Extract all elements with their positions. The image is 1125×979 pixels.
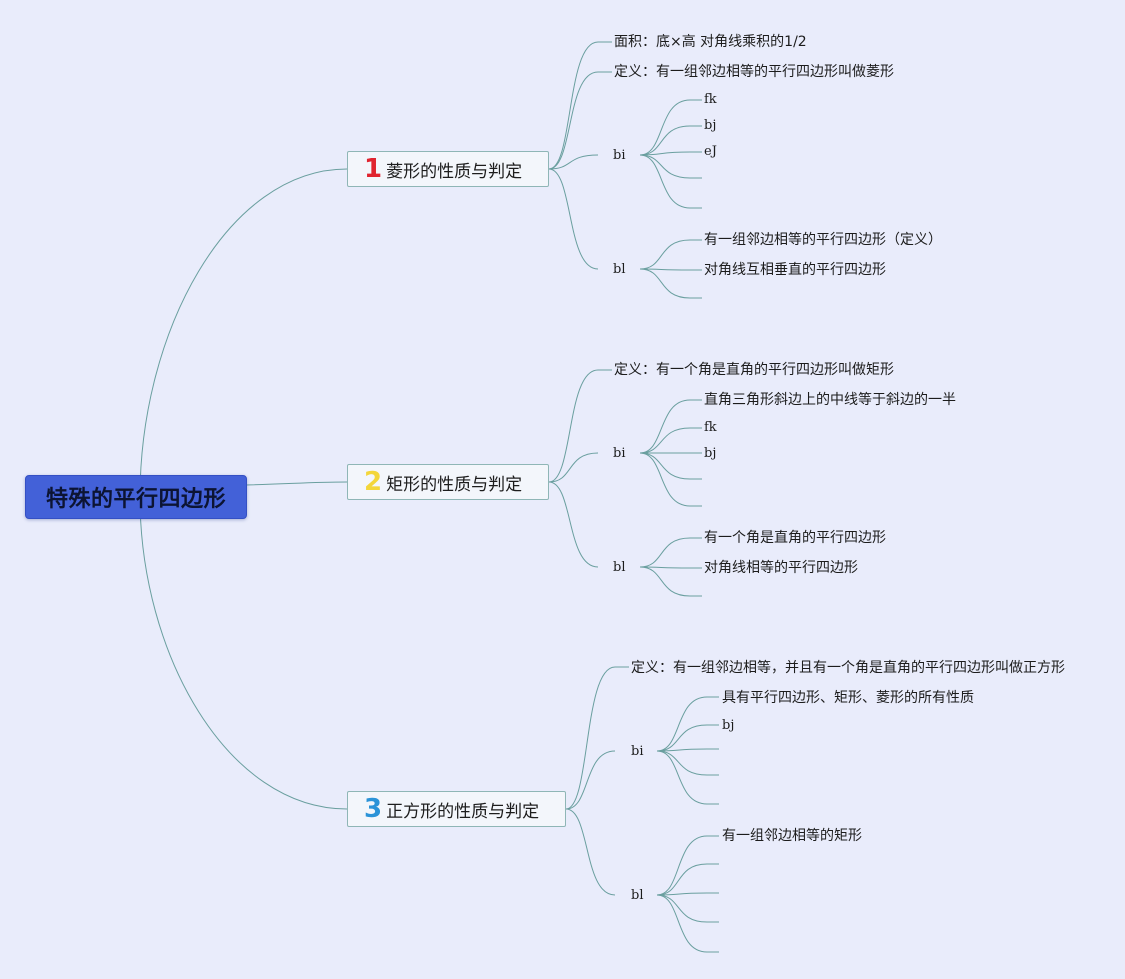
branch-label-square: 正方形的性质与判定 bbox=[386, 801, 540, 822]
leaf-rectangle-bi-2[interactable]: fk bbox=[704, 420, 717, 435]
connector-root-square bbox=[139, 496, 348, 810]
connector-rectangle-bi-leaf-3 bbox=[639, 452, 691, 480]
connector-square-sub-2 bbox=[565, 808, 616, 896]
leaf-rectangle-bl-2[interactable]: 对角线相等的平行四边形 bbox=[704, 560, 858, 576]
topic-rhombus-bi[interactable]: bi bbox=[613, 148, 626, 163]
topic-rectangle-bl[interactable]: bl bbox=[613, 560, 626, 575]
connector-square-bi-leaf-0 bbox=[656, 696, 708, 752]
connector-square-bl-leaf-0 bbox=[656, 835, 708, 896]
connector-rectangle-bi-leaf-1 bbox=[639, 427, 691, 454]
connector-rectangle-bl-leaf-2 bbox=[639, 566, 691, 597]
leaf-rhombus-bi-3[interactable]: eJ bbox=[704, 144, 717, 159]
root-topic[interactable]: 特殊的平行四边形 bbox=[25, 475, 247, 519]
connector-rectangle-bl-leaf-1 bbox=[639, 566, 691, 569]
connector-square-bl-leaf-2 bbox=[656, 892, 708, 896]
branch-number-2: 2 bbox=[364, 467, 383, 497]
connector-rectangle-bi-leaf-4 bbox=[639, 452, 691, 507]
connector-rhombus-bi-leaf-3 bbox=[639, 154, 691, 179]
connector-rhombus-bi-leaf-1 bbox=[639, 125, 691, 156]
connector-rhombus-bi-leaf-0 bbox=[639, 99, 691, 156]
connector-rhombus-bi-leaf-4 bbox=[639, 154, 691, 209]
connector-root-rhombus bbox=[139, 168, 348, 498]
branch-number-3: 3 bbox=[364, 794, 383, 824]
connector-square-bi-leaf-3 bbox=[656, 750, 708, 776]
leaf-square-bl-1[interactable]: 有一组邻边相等的矩形 bbox=[722, 828, 862, 844]
topic-rhombus-bl[interactable]: bl bbox=[613, 262, 626, 277]
connector-square-bi-leaf-1 bbox=[656, 724, 708, 752]
connector-rectangle-bi-leaf-0 bbox=[639, 399, 691, 454]
leaf-rhombus-bi-1[interactable]: fk bbox=[704, 92, 717, 107]
leaf-rectangle-bi-3[interactable]: bj bbox=[704, 446, 717, 461]
connector-square-sub-0 bbox=[565, 666, 616, 810]
topic-square-bi[interactable]: bi bbox=[631, 744, 644, 759]
topic-rhombus-area[interactable]: 面积：底×高 对角线乘积的1/2 bbox=[614, 34, 807, 50]
connector-rhombus-bl-leaf-1 bbox=[639, 268, 691, 271]
connector-square-bi-leaf-4 bbox=[656, 750, 708, 805]
connector-rhombus-sub-2 bbox=[548, 154, 599, 170]
connector-rhombus-bl-leaf-0 bbox=[639, 239, 691, 270]
connector-square-sub-1 bbox=[565, 750, 616, 810]
connector-rhombus-bl-leaf-2 bbox=[639, 268, 691, 299]
topic-rectangle-definition[interactable]: 定义：有一个角是直角的平行四边形叫做矩形 bbox=[614, 362, 894, 378]
leaf-square-bi-1[interactable]: 具有平行四边形、矩形、菱形的所有性质 bbox=[722, 690, 974, 706]
leaf-rhombus-bl-2[interactable]: 对角线互相垂直的平行四边形 bbox=[704, 262, 886, 278]
leaf-rectangle-bl-1[interactable]: 有一个角是直角的平行四边形 bbox=[704, 530, 886, 546]
connector-square-bl-leaf-3 bbox=[656, 894, 708, 923]
connector-rectangle-sub-0 bbox=[548, 369, 599, 483]
connector-rectangle-bl-leaf-0 bbox=[639, 537, 691, 568]
branch-label-rhombus: 菱形的性质与判定 bbox=[386, 161, 523, 182]
connector-rectangle-sub-2 bbox=[548, 481, 599, 568]
topic-rectangle-bi[interactable]: bi bbox=[613, 446, 626, 461]
branch-rhombus[interactable]: 1 菱形的性质与判定 bbox=[347, 151, 549, 187]
connector-rectangle-sub-1 bbox=[548, 452, 599, 483]
branch-number-1: 1 bbox=[364, 154, 383, 184]
leaf-rhombus-bl-1[interactable]: 有一组邻边相等的平行四边形（定义） bbox=[704, 232, 942, 248]
connector-square-bl-leaf-1 bbox=[656, 863, 708, 896]
topic-square-bl[interactable]: bl bbox=[631, 888, 644, 903]
topic-rhombus-definition[interactable]: 定义：有一组邻边相等的平行四边形叫做菱形 bbox=[614, 64, 894, 80]
leaf-rhombus-bi-2[interactable]: bj bbox=[704, 118, 717, 133]
connector-rhombus-sub-1 bbox=[548, 71, 599, 170]
branch-rectangle[interactable]: 2 矩形的性质与判定 bbox=[347, 464, 549, 500]
branch-square[interactable]: 3 正方形的性质与判定 bbox=[347, 791, 566, 827]
connector-rhombus-bi-leaf-2 bbox=[639, 151, 691, 156]
connector-square-bi-leaf-2 bbox=[656, 748, 708, 752]
connector-root-rectangle bbox=[245, 481, 348, 486]
root-topic-label: 特殊的平行四边形 bbox=[45, 487, 226, 512]
topic-square-definition[interactable]: 定义：有一组邻边相等，并且有一个角是直角的平行四边形叫做正方形 bbox=[631, 660, 1065, 676]
connector-rhombus-sub-0 bbox=[548, 41, 599, 170]
leaf-rectangle-bi-1[interactable]: 直角三角形斜边上的中线等于斜边的一半 bbox=[704, 392, 956, 408]
leaf-square-bi-2[interactable]: bj bbox=[722, 718, 735, 733]
branch-label-rectangle: 矩形的性质与判定 bbox=[386, 474, 523, 495]
connector-square-bl-leaf-4 bbox=[656, 894, 708, 953]
connector-rhombus-sub-3 bbox=[548, 168, 599, 270]
